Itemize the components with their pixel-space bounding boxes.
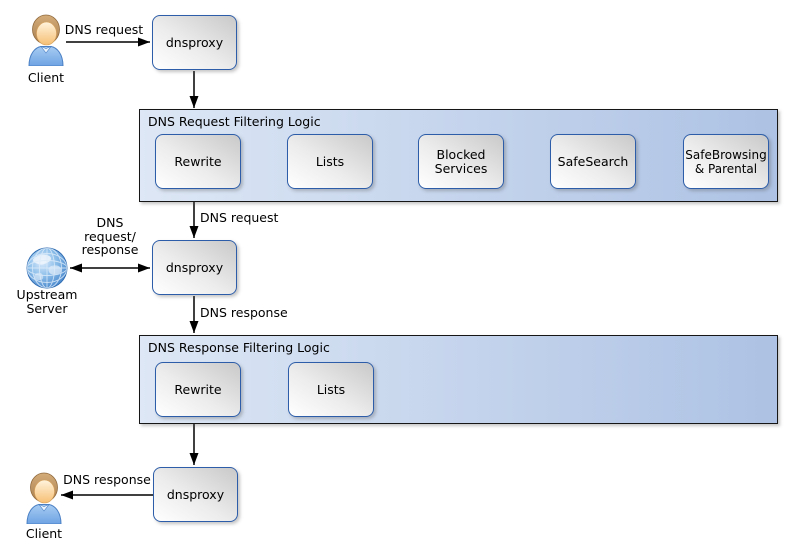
node-lists-response: Lists xyxy=(288,362,374,417)
node-dnsproxy-top: dnsproxy xyxy=(152,15,237,70)
client-bottom-label: Client xyxy=(25,526,63,541)
node-blocked-services: Blocked Services xyxy=(418,134,504,189)
edge-label-dns-request-mid: DNS request xyxy=(200,210,279,225)
response-filtering-title: DNS Response Filtering Logic xyxy=(148,340,330,355)
node-dnsproxy-mid: dnsproxy xyxy=(152,240,237,295)
response-filtering-container: DNS Response Filtering Logic Rewrite Lis… xyxy=(139,335,778,424)
node-safesearch: SafeSearch xyxy=(550,134,636,189)
globe-icon xyxy=(26,247,68,289)
edge-label-dns-response-mid: DNS response xyxy=(200,305,288,320)
upstream-server-label: Upstream Server xyxy=(16,287,78,316)
edge-label-dns-request-top: DNS request xyxy=(64,22,144,37)
node-lists-request: Lists xyxy=(287,134,373,189)
person-icon xyxy=(28,14,64,67)
node-rewrite-request: Rewrite xyxy=(155,134,241,189)
person-icon xyxy=(26,472,62,525)
client-top-label: Client xyxy=(27,70,65,85)
edge-label-upstream-exchange: DNS request/ response xyxy=(81,215,139,257)
upstream-server-actor: Upstream Server xyxy=(17,246,77,316)
request-filtering-title: DNS Request Filtering Logic xyxy=(148,114,321,129)
client-bottom-actor: Client xyxy=(25,472,63,541)
client-top-actor: Client xyxy=(27,14,65,85)
node-safebrowsing-parental: SafeBrowsing & Parental xyxy=(683,134,769,189)
request-filtering-container: DNS Request Filtering Logic Rewrite List… xyxy=(139,109,778,202)
node-dnsproxy-bottom: dnsproxy xyxy=(153,467,238,522)
edge-label-dns-response-bottom: DNS response xyxy=(63,472,151,487)
node-rewrite-response: Rewrite xyxy=(155,362,241,417)
